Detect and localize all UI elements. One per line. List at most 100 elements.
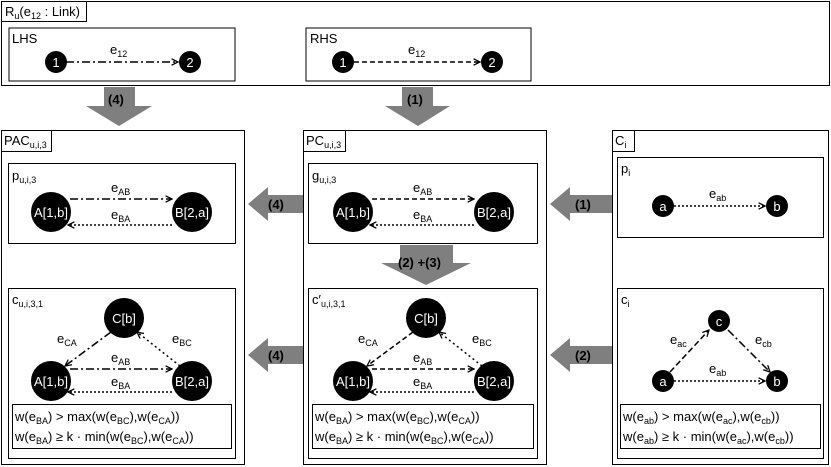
rule-box: Ru(e12 : Link) LHS 1 2 e12 RHS 1 2 e12 xyxy=(1,1,830,86)
ci-c-edge-ab-label: eab xyxy=(709,361,726,378)
pc-c-node-a xyxy=(333,361,373,401)
pc-g-node-b xyxy=(474,192,514,232)
pac-p-node-a xyxy=(31,192,71,232)
pc-title: PCu,i,3 xyxy=(306,133,341,150)
pac-c-node-b xyxy=(172,361,212,401)
lhs-edge-label: e12 xyxy=(110,42,127,59)
ci-p-node-b xyxy=(766,195,788,217)
arrow-down-right: (1) xyxy=(385,87,450,126)
ci-p-edge-ab-label: eab xyxy=(709,186,726,203)
pac-c-edge-bc xyxy=(137,332,181,367)
pc-g-edge-ab-label: eAB xyxy=(413,180,432,197)
ci-c-node-b xyxy=(766,370,788,392)
pc-c-node-b-label: B[2,a] xyxy=(477,374,511,389)
pc-c-edge-ca-label: eCA xyxy=(358,331,378,348)
pc-c-condition-1: w(eBA) > max(w(eBC),w(eCA)) xyxy=(314,409,480,426)
ci-c-label: ci xyxy=(621,292,630,309)
pc-c-node-c-label: C[b] xyxy=(414,311,438,326)
pac-c-condition-2: w(eBA) ≥ k · min(w(eBC),w(eCA)) xyxy=(14,429,194,446)
svg-text:(2) +(3): (2) +(3) xyxy=(398,255,441,270)
rhs-panel: RHS 1 2 e12 xyxy=(305,27,532,82)
pc-c-edge-ba-label: eBA xyxy=(413,374,432,391)
arrow-ci-to-pc-bottom: (2) xyxy=(550,338,612,372)
lhs-node-2 xyxy=(179,51,201,73)
ci-c-edge-cb xyxy=(727,329,770,372)
ci-panel: Ci pi a b eab ci c a b eac ecb eab w(eab… xyxy=(612,130,829,465)
ci-c-condition-2: w(eab) ≥ k · min(w(eac),w(ecb)) xyxy=(622,429,794,446)
arrow-pc-down: (2) +(3) xyxy=(381,245,471,285)
pc-c-edge-ab-label: eAB xyxy=(413,350,432,367)
pac-c-condition-1: w(eBA) > max(w(eBC),w(eCA)) xyxy=(14,409,180,426)
pac-p-node-b-label: B[2,a] xyxy=(175,205,209,220)
pac-c-node-c xyxy=(104,298,144,338)
pc-c-edge-ca xyxy=(367,331,414,366)
pac-c-node-a xyxy=(31,361,71,401)
lhs-label: LHS xyxy=(12,31,38,46)
ci-c-node-a-label: a xyxy=(659,374,667,389)
lhs-panel: LHS 1 2 e12 xyxy=(8,27,236,82)
arrow-pc-to-pac-bottom: (4) xyxy=(248,338,303,372)
ci-c-node-c-label: c xyxy=(716,314,723,329)
svg-text:(1): (1) xyxy=(407,92,423,107)
ci-c-edge-cb-label: ecb xyxy=(755,332,772,349)
pac-p-node-b xyxy=(172,192,212,232)
pc-panel: PCu,i,3 gu,i,3 A[1,b] B[2,a] eAB eBA c′u… xyxy=(303,130,547,465)
pac-p-edge-ba-label: eBA xyxy=(111,207,130,224)
pac-p-label: pu,i,3 xyxy=(12,168,36,185)
rhs-node-2 xyxy=(481,51,503,73)
rhs-node-2-label: 2 xyxy=(488,55,495,70)
pc-c-node-a-label: A[1,b] xyxy=(336,374,370,389)
pac-c-edge-ca xyxy=(65,331,112,366)
pac-c-node-a-label: A[1,b] xyxy=(34,374,68,389)
ci-c-condition-1: w(eab) > max(w(eac),w(ecb)) xyxy=(622,409,780,426)
rule-title: Ru(e12 : Link) xyxy=(5,4,80,21)
rhs-label: RHS xyxy=(310,31,338,46)
svg-text:(4): (4) xyxy=(268,197,284,212)
ci-c-edge-ac-label: eac xyxy=(670,332,687,349)
rhs-edge-label: e12 xyxy=(408,42,425,59)
ci-c-node-c xyxy=(708,310,730,332)
ci-p-node-a xyxy=(652,195,674,217)
ci-c-edge-ac xyxy=(669,330,709,373)
pc-c-condition-2: w(eBA) ≥ k · min(w(eBC),w(eCA)) xyxy=(314,429,494,446)
pac-c-node-c-label: C[b] xyxy=(112,311,136,326)
pc-c-edge-bc xyxy=(439,332,483,367)
pac-c-node-b-label: B[2,a] xyxy=(175,374,209,389)
rhs-node-1 xyxy=(332,51,354,73)
pc-c-node-c xyxy=(406,298,446,338)
pac-title: PACu,i,3 xyxy=(4,133,47,150)
svg-text:(1): (1) xyxy=(575,197,591,212)
pc-g-edge-ba-label: eBA xyxy=(413,207,432,224)
ci-p-node-b-label: b xyxy=(773,199,780,214)
pc-g-node-a xyxy=(333,192,373,232)
arrow-pc-to-pac-top: (4) xyxy=(248,187,303,221)
ci-p-label: pi xyxy=(621,161,630,178)
svg-text:(4): (4) xyxy=(108,92,124,107)
ci-title: Ci xyxy=(615,133,626,150)
pac-panel: PACu,i,3 pu,i,3 A[1,b] B[2,a] eAB eBA cu… xyxy=(1,130,245,465)
ci-c-node-a xyxy=(652,370,674,392)
lhs-node-2-label: 2 xyxy=(186,55,193,70)
arrow-down-left: (4) xyxy=(86,87,152,126)
ci-p-node-a-label: a xyxy=(659,199,667,214)
pc-g-label: gu,i,3 xyxy=(312,168,336,185)
pc-g-node-b-label: B[2,a] xyxy=(477,205,511,220)
ci-c-node-b-label: b xyxy=(773,374,780,389)
pc-c-label: c′u,i,3,1 xyxy=(312,292,345,309)
pac-c-edge-ca-label: eCA xyxy=(57,331,77,348)
pc-g-node-a-label: A[1,b] xyxy=(336,205,370,220)
pac-c-label: cu,i,3,1 xyxy=(12,292,43,309)
pac-p-node-a-label: A[1,b] xyxy=(34,205,68,220)
svg-text:(4): (4) xyxy=(268,348,284,363)
lhs-node-1-label: 1 xyxy=(52,55,59,70)
pac-c-edge-bc-label: eBC xyxy=(172,331,192,348)
pc-c-node-b xyxy=(474,361,514,401)
pc-c-edge-bc-label: eBC xyxy=(472,331,492,348)
rhs-node-1-label: 1 xyxy=(339,55,346,70)
arrow-ci-to-pc-top: (1) xyxy=(550,187,612,221)
svg-text:(2): (2) xyxy=(575,348,591,363)
pac-p-edge-ab-label: eAB xyxy=(111,180,130,197)
pac-c-edge-ab-label: eAB xyxy=(111,350,130,367)
lhs-node-1 xyxy=(45,51,67,73)
